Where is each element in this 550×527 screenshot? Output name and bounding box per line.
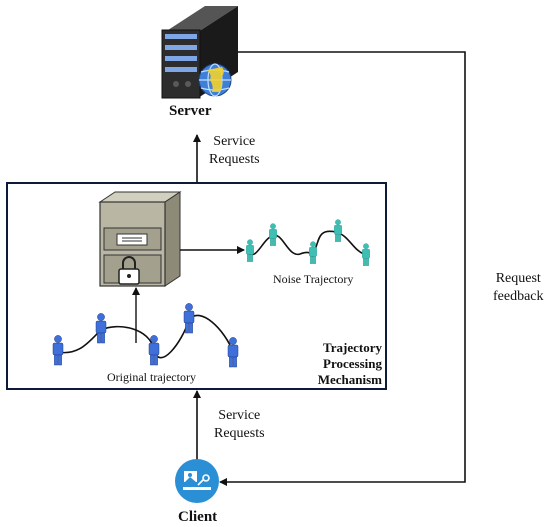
noise-trajectory-label: Noise Trajectory [273, 272, 354, 286]
locked-cabinet-icon [98, 191, 182, 287]
original-trajectory-label: Original trajectory [107, 370, 196, 384]
mechanism-box [6, 182, 387, 390]
server-label: Server [169, 103, 212, 119]
original-trajectory-path [57, 314, 234, 359]
noise-trajectory-path [247, 230, 367, 258]
edge-label-service-requests-upper: Service Requests [209, 134, 260, 167]
client-icon [175, 459, 219, 503]
noise-person-icon [333, 219, 343, 243]
padlock-icon [118, 256, 140, 285]
original-person-icon [227, 336, 239, 368]
arrow-feedback-loop [219, 51, 466, 486]
mechanism-title: Trajectory Processing Mechanism [317, 340, 382, 387]
original-person-icon [183, 302, 195, 334]
original-person-icon [148, 334, 160, 366]
edge-label-request-feedback: Request feedback [493, 271, 544, 304]
noise-person-icon [308, 241, 318, 265]
noise-person-icon [361, 243, 371, 267]
client-label: Client [178, 509, 218, 525]
noise-person-icon [245, 239, 255, 263]
globe-icon [198, 63, 232, 97]
noise-person-icon [268, 223, 278, 247]
original-person-icon [95, 312, 107, 344]
edge-label-service-requests-lower: Service Requests [214, 408, 265, 441]
original-person-icon [52, 334, 64, 366]
